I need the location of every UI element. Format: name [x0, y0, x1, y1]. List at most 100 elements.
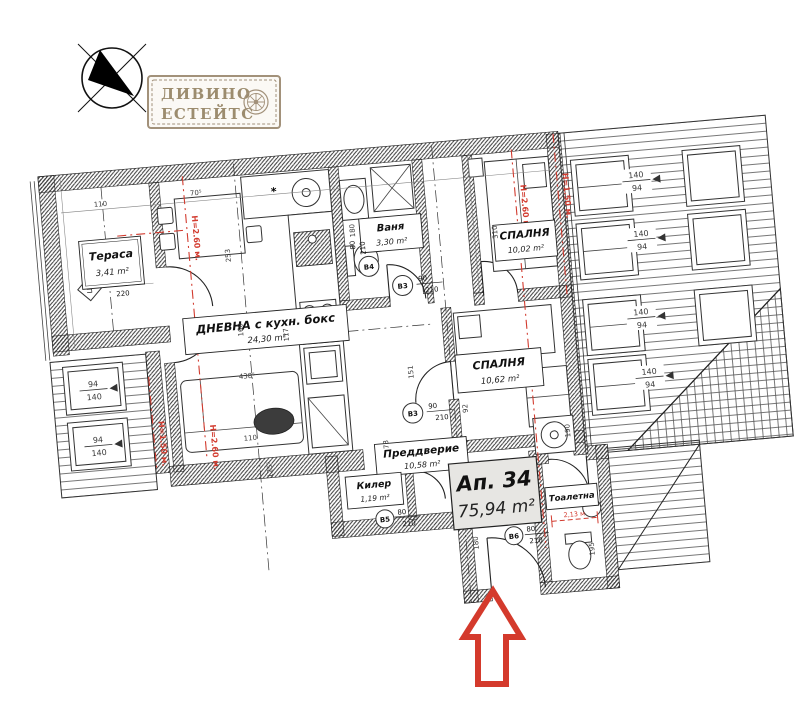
toilet-floor	[528, 444, 620, 595]
svg-text:1,19 m²: 1,19 m²	[360, 492, 390, 504]
svg-text:80: 80	[397, 508, 407, 517]
svg-text:10,02 m²: 10,02 m²	[507, 243, 545, 255]
svg-text:Ваня: Ваня	[376, 221, 405, 234]
label-bedroom1: СПАЛНЯ 10,02 m²	[492, 219, 559, 262]
svg-text:3,41 m²: 3,41 m²	[95, 266, 130, 279]
svg-text:140: 140	[641, 367, 657, 377]
svg-text:94: 94	[88, 379, 99, 389]
roof-window	[686, 208, 751, 271]
closet-door-arc	[412, 470, 446, 499]
door-code-b5: B5 80 210	[375, 508, 420, 529]
svg-text:140: 140	[91, 448, 107, 458]
dimension-label: 125⁵	[265, 461, 274, 478]
dimension-label: 253	[224, 249, 233, 263]
label-toilet: Тоалетна	[544, 482, 600, 511]
label-bedroom2: СПАЛНЯ 10,62 m²	[454, 347, 545, 394]
svg-text:90: 90	[428, 402, 438, 411]
roof-window	[681, 144, 746, 207]
roof-window	[575, 218, 640, 281]
chair	[156, 206, 174, 225]
roof-window	[569, 154, 634, 217]
dimension-label: 70⁵	[190, 189, 203, 198]
svg-text:B6: B6	[509, 532, 520, 541]
door-code-b3a: B3 90 210	[392, 274, 443, 296]
logo-line2: ЕСТЕЙТС	[161, 104, 255, 123]
height-lines: H=2.60 м. H=2.60 м. H=1.50 м. H=2.60 м. …	[117, 133, 599, 548]
dimension-label: 180	[348, 224, 357, 238]
toilet-bowl	[568, 540, 592, 570]
entrance-door-arc	[486, 537, 547, 588]
svg-text:СПАЛНЯ: СПАЛНЯ	[499, 226, 550, 242]
terrace-door-arc	[166, 266, 214, 307]
door-code-b4: B4 80 210	[349, 240, 380, 277]
svg-text:94: 94	[637, 320, 648, 330]
dimension-label: 180	[472, 536, 481, 550]
dimension-label: 195	[588, 542, 597, 556]
label-closet: Килер 1,19 m²	[344, 471, 405, 510]
svg-text:Килер: Килер	[356, 478, 392, 492]
svg-text:B3: B3	[397, 282, 408, 291]
svg-text:94: 94	[637, 242, 648, 252]
pillow	[457, 314, 482, 340]
svg-text:94: 94	[645, 380, 656, 390]
svg-text:210: 210	[402, 519, 416, 528]
dimension-label: 160	[236, 323, 245, 337]
dimension-label: 110	[93, 200, 107, 209]
logo-line1: ДИВИНО	[161, 85, 252, 103]
svg-text:3,30 m²: 3,30 m²	[376, 236, 409, 248]
dimension-label: 310	[491, 225, 500, 239]
svg-text:10,58 m²: 10,58 m²	[404, 459, 442, 471]
svg-text:H=1.50 м.: H=1.50 м.	[157, 421, 170, 467]
dimension-label: 92	[461, 404, 470, 414]
roof-window	[693, 284, 758, 347]
svg-text:210: 210	[435, 413, 449, 422]
svg-text:210: 210	[529, 536, 543, 545]
label-terrace: Тераса 3,41 m²	[78, 235, 146, 290]
svg-text:B4: B4	[363, 263, 374, 272]
svg-text:90: 90	[418, 274, 428, 283]
svg-text:140: 140	[633, 229, 649, 239]
nightstand	[467, 157, 484, 178]
door-codes: B4 80 210 B3 90 210 B3 90 210 B5	[349, 240, 549, 545]
dimension-label: 151	[407, 365, 416, 379]
svg-text:210: 210	[425, 285, 439, 294]
svg-text:140: 140	[628, 170, 644, 180]
toilet-dim-note: 2,13 м	[563, 509, 585, 519]
svg-text:H=2.60 м.: H=2.60 м.	[208, 424, 221, 470]
door-code-b6: B6 80 210	[504, 525, 549, 545]
svg-text:94: 94	[92, 435, 103, 445]
dimension-label: 190	[563, 424, 572, 438]
bedroom2-door-arc	[415, 361, 451, 403]
kitchen-sink	[293, 229, 333, 268]
bath-door-arc	[386, 264, 427, 299]
pillow	[522, 162, 548, 189]
svg-text:H=1.50 м.: H=1.50 м.	[560, 172, 573, 218]
svg-text:80: 80	[349, 240, 358, 250]
svg-text:140: 140	[633, 307, 649, 317]
washbasin	[343, 184, 365, 214]
chair	[158, 232, 176, 251]
svg-text:210: 210	[359, 241, 368, 255]
door-code-b3b: B3 90 210	[402, 402, 453, 424]
svg-text:140: 140	[86, 392, 102, 402]
svg-text:H=2.60 м.: H=2.60 м.	[518, 184, 531, 230]
svg-text:B5: B5	[380, 515, 391, 524]
vestibule-floor	[457, 515, 553, 606]
label-hall: Преддверие 10,58 m²	[373, 436, 470, 477]
svg-text:24,30 m²: 24,30 m²	[247, 333, 287, 346]
svg-text:П: П	[85, 288, 93, 294]
label-living: ДНЕВНА с кухн. бокс 24,30 m²	[182, 303, 350, 356]
svg-text:H=2.60 м.: H=2.60 м.	[190, 215, 203, 261]
dining-table	[173, 192, 246, 260]
svg-text:Тераса: Тераса	[88, 247, 133, 264]
agency-logo: ДИВИНО ЕСТЕЙТС	[147, 75, 281, 129]
